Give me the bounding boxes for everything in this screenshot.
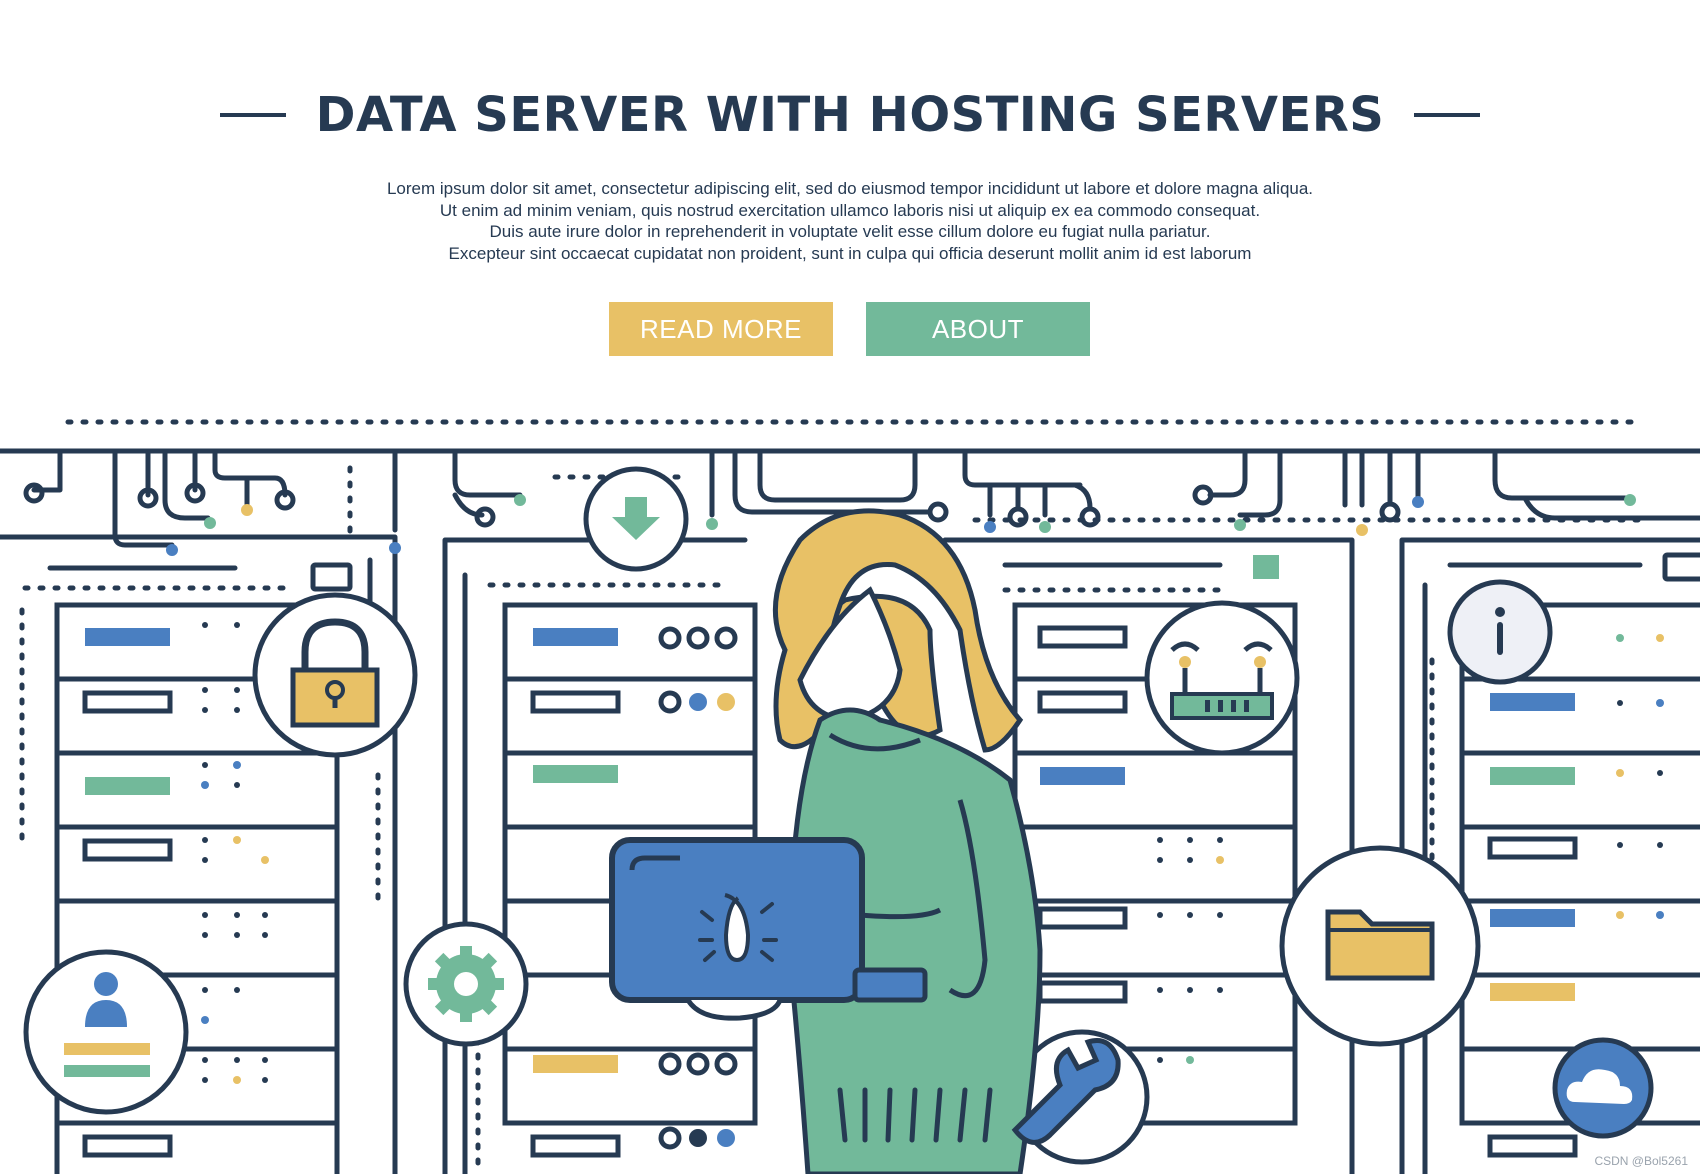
info-icon [1447,579,1553,685]
page-title: DATA SERVER WITH HOSTING SERVERS [315,87,1385,143]
lead-text: Lorem ipsum dolor sit amet, consectetur … [0,178,1700,264]
hero-section: DATA SERVER WITH HOSTING SERVERS Lorem i… [0,0,1700,420]
watermark: CSDN @Bol5261 [1594,1154,1688,1168]
lead-line: Excepteur sint occaecat cupidatat non pr… [448,243,1252,263]
title-row: DATA SERVER WITH HOSTING SERVERS [0,80,1700,150]
lead-line: Lorem ipsum dolor sit amet, consectetur … [386,179,1314,198]
title-dash-right [1414,113,1481,117]
folder-icon [1279,845,1481,1047]
title-dash-left [219,113,286,117]
about-button[interactable]: ABOUT [866,302,1090,356]
gear-icon [403,921,529,1047]
download-arrow-icon [583,466,689,572]
person-with-laptop [609,508,1150,1174]
cloud-icon [1552,1037,1654,1139]
lead-line: Duis aute irure dolor in reprehenderit i… [489,222,1211,241]
user-profile-icon [23,949,189,1115]
server-room-illustration [0,419,1700,1174]
lead-line: Ut enim ad minim veniam, quis nostrud ex… [439,200,1261,220]
read-more-button[interactable]: READ MORE [609,302,833,356]
padlock-icon [252,592,418,758]
laptop-icon [609,837,928,1021]
router-icon [1144,600,1300,756]
wrench-icon [1011,1038,1121,1145]
